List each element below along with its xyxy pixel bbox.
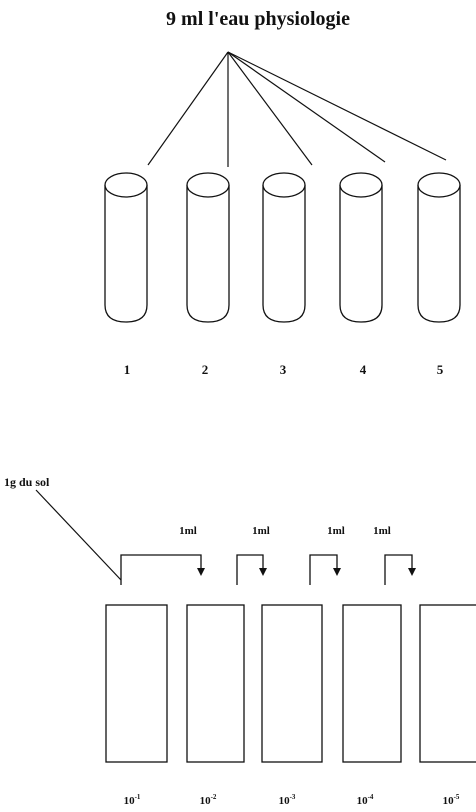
test-tube-3	[262, 172, 306, 323]
transfer-arrow-2	[236, 554, 267, 585]
tube-number-4: 4	[359, 362, 367, 377]
soil-pointer-line	[35, 489, 122, 581]
line-to-tube-4	[227, 51, 386, 163]
transfer-label-2: 1ml	[252, 525, 270, 537]
dilution-label-1: 10-1	[123, 793, 141, 807]
solution-label: 9 ml l'eau physiologie	[166, 8, 350, 30]
test-tubes	[104, 172, 461, 323]
transfer-label-3: 1ml	[327, 525, 345, 537]
dilution-label-3: 10-3	[278, 793, 296, 807]
tube-number-2: 2	[201, 362, 209, 377]
line-to-tube-5	[227, 51, 447, 161]
transfer-arrow-3	[309, 554, 341, 585]
tube-number-3: 3	[279, 362, 287, 377]
transfer-arrows	[120, 554, 416, 585]
tube-number-5: 5	[436, 362, 444, 377]
line-to-tube-3	[227, 51, 313, 166]
distribution-lines	[147, 51, 447, 167]
transfer-arrow-4	[384, 554, 416, 585]
line-to-tube-1	[147, 51, 229, 166]
transfer-arrow-1	[120, 554, 205, 585]
dilution-tube-5	[419, 604, 476, 763]
dilution-label-5: 10-5	[442, 793, 460, 807]
soil-label: 1g du sol	[4, 475, 50, 489]
transfer-label-1: 1ml	[179, 525, 197, 537]
test-tube-5	[417, 172, 461, 323]
test-tube-4	[339, 172, 383, 323]
dilution-label-2: 10-2	[199, 793, 217, 807]
tube-number-1: 1	[123, 362, 131, 377]
dilution-tube-3	[261, 604, 323, 763]
dilution-tube-1	[105, 604, 168, 763]
dilution-tube-4	[342, 604, 402, 763]
dilution-tubes	[105, 604, 476, 763]
dilution-label-4: 10-4	[356, 793, 374, 807]
test-tube-2	[186, 172, 230, 323]
dilution-tube-2	[186, 604, 245, 763]
test-tube-1	[104, 172, 148, 323]
transfer-label-4: 1ml	[373, 525, 391, 537]
